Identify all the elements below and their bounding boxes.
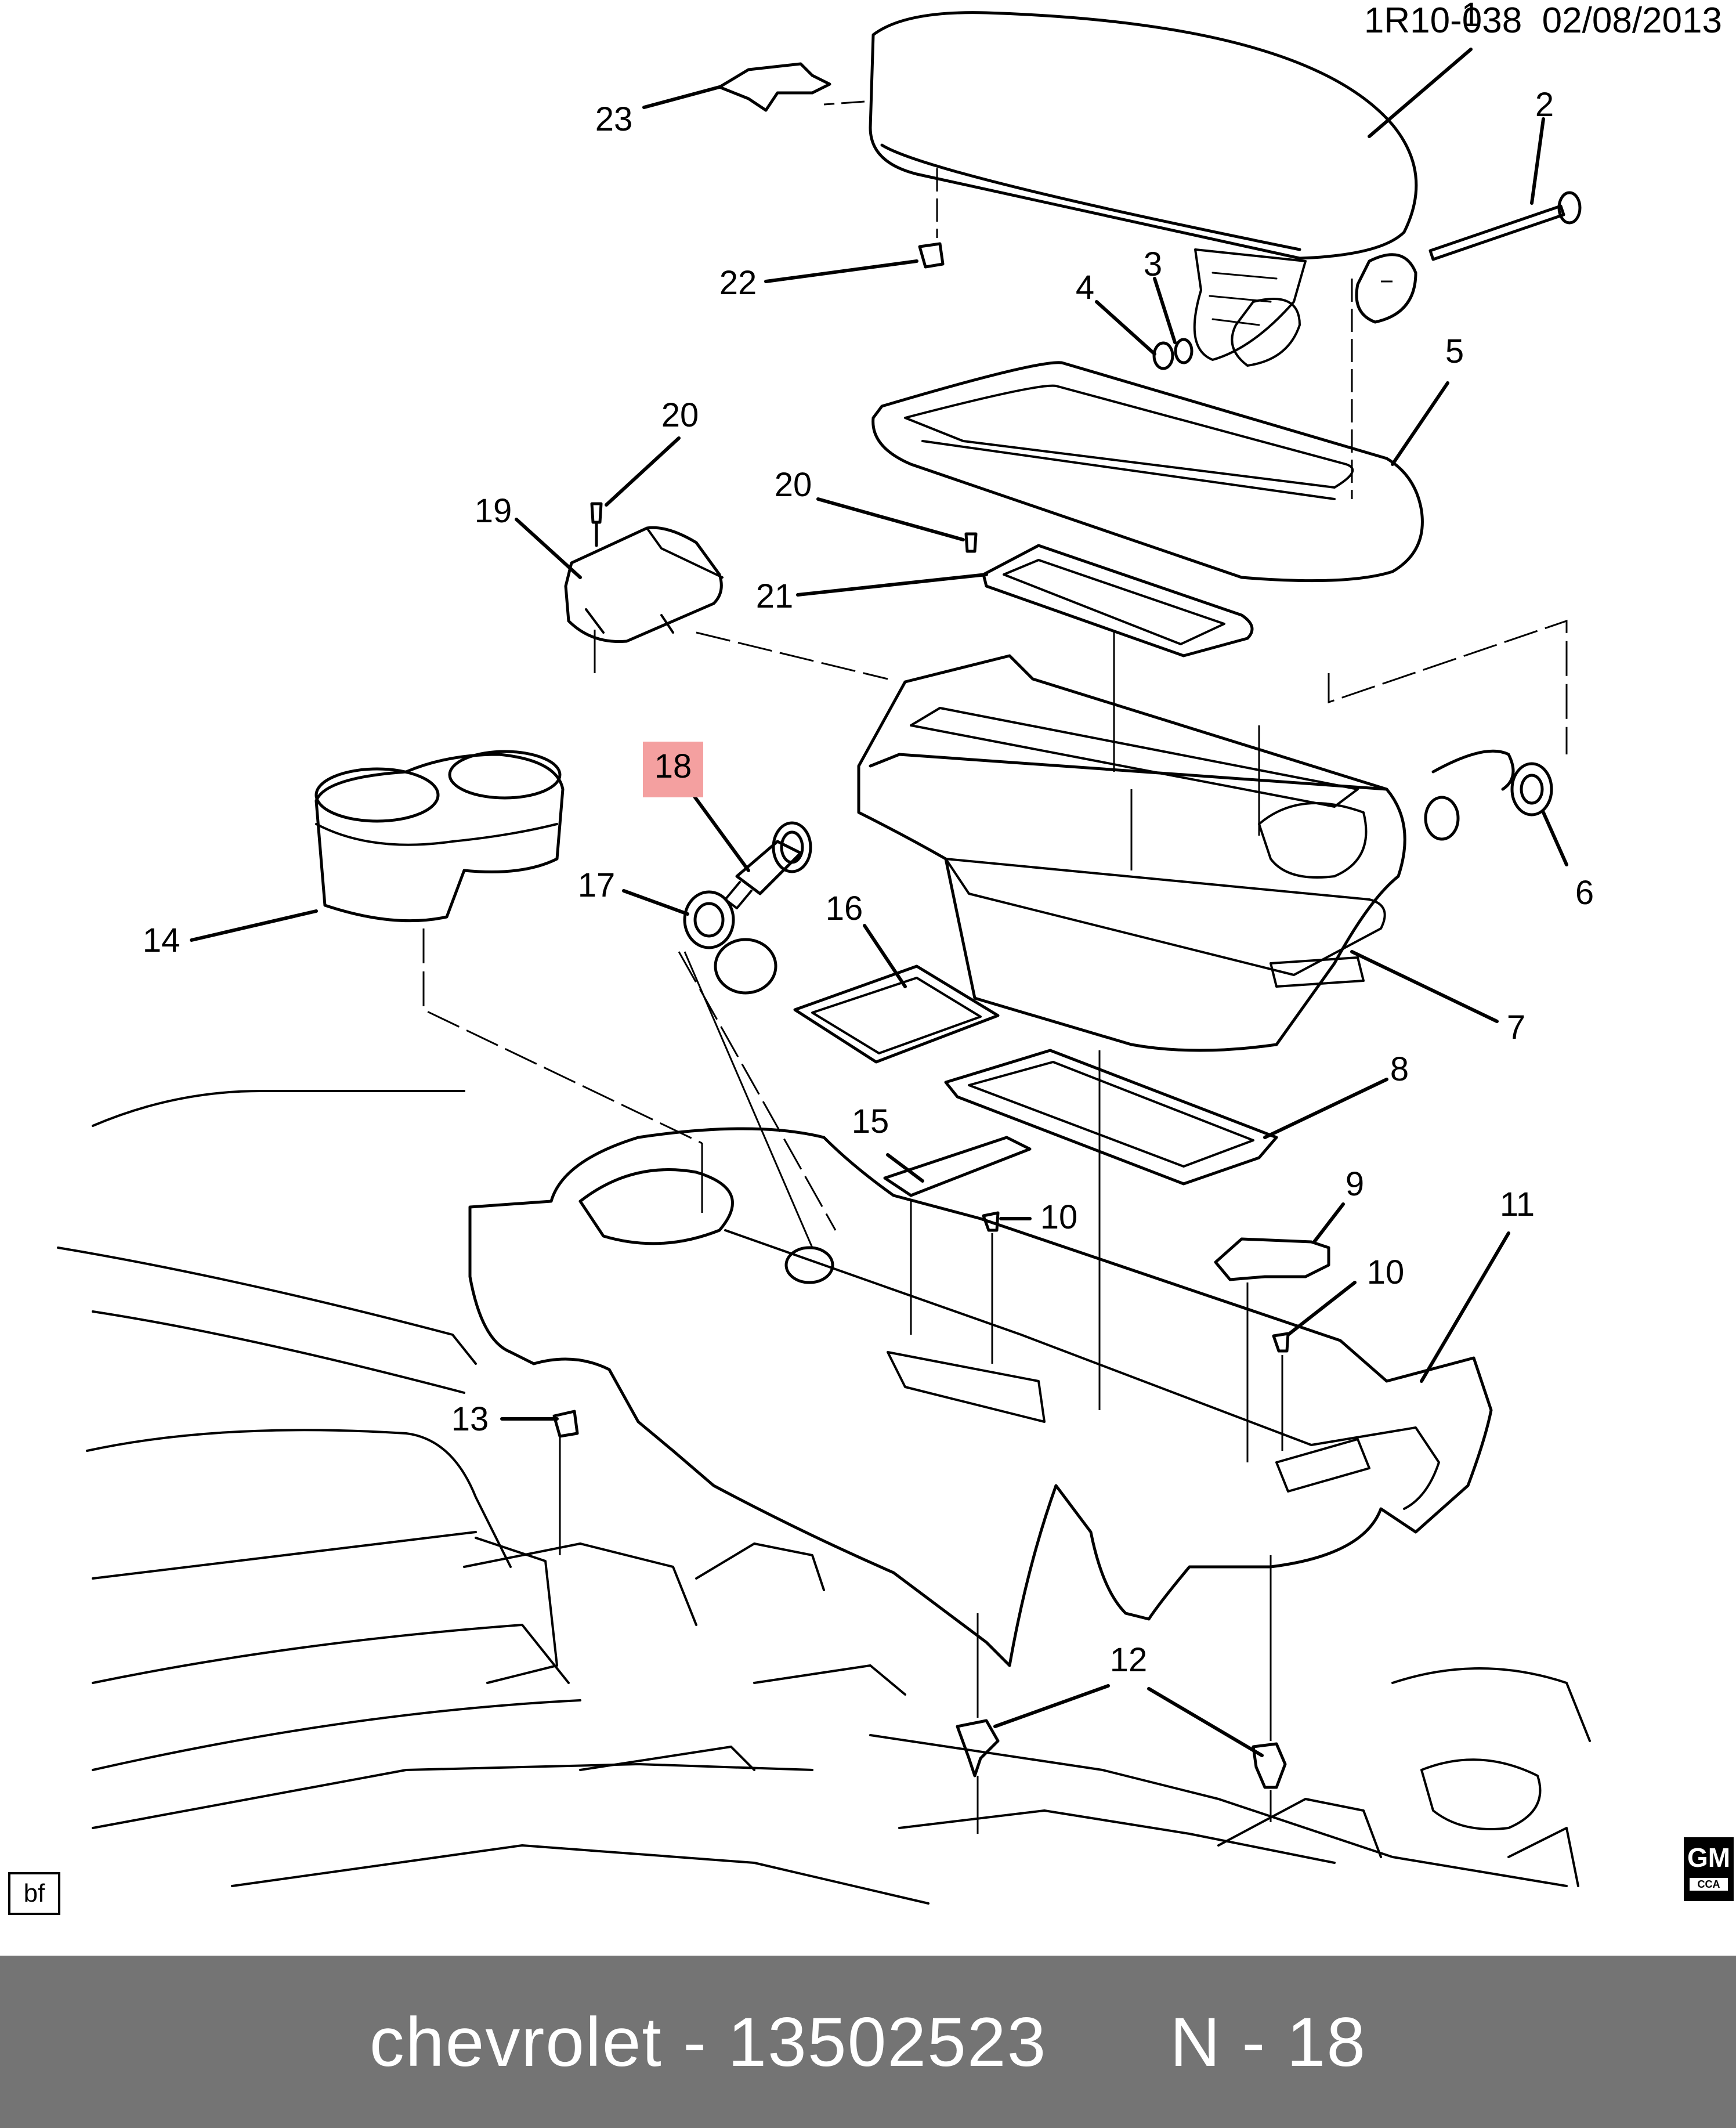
leader-lines: [190, 48, 1568, 1757]
callout-17: 17: [578, 866, 616, 904]
callout-11: 11: [1500, 1186, 1535, 1223]
callout-8: 8: [1390, 1050, 1409, 1088]
callout-3: 3: [1144, 245, 1162, 283]
footer-bar: chevrolet - 13502523 N - 18: [0, 1956, 1736, 2128]
part-retainer-12a: [956, 1719, 1000, 1777]
callout-10: 10: [1367, 1253, 1405, 1291]
callout-labels: 1234567891010111213141516171819202021222…: [143, 0, 1594, 1679]
diagram-code-label: 1R10-038 02/08/2013: [1364, 1, 1722, 41]
callout-4: 4: [1076, 269, 1094, 306]
part-latch-spring: [1424, 749, 1553, 841]
vehicle-body-outline: [57, 1090, 1591, 1905]
callout-5: 5: [1445, 333, 1464, 370]
callout-1: 1: [1462, 0, 1480, 34]
callout-20: 20: [775, 466, 812, 504]
callout-23: 23: [595, 100, 633, 138]
part-washer: [1174, 338, 1194, 364]
part-console-body: [468, 1127, 1493, 1667]
callout-20: 20: [661, 396, 699, 434]
callout-21: 21: [756, 577, 794, 615]
callout-18: 18: [654, 747, 692, 785]
view-indicator-label: bf: [8, 1872, 60, 1915]
part-pin-22: [918, 242, 945, 269]
callout-15: 15: [852, 1103, 889, 1140]
part-console-bin: [857, 654, 1406, 1052]
exploded-parts-diagram: 1234567891010111213141516171819202021222…: [57, 0, 1594, 1905]
callout-10: 10: [1040, 1198, 1078, 1236]
callout-22: 22: [719, 264, 757, 302]
part-latch-23: [718, 62, 831, 112]
part-lid-bezel: [871, 361, 1424, 583]
part-cup-holder: [314, 750, 565, 923]
part-screw-10b: [1272, 1332, 1290, 1353]
part-hinge-pin: [1428, 191, 1582, 261]
part-nut: [1152, 341, 1174, 370]
callout-2: 2: [1535, 86, 1554, 124]
part-outlet-cap: [683, 890, 777, 995]
callout-highlight: [643, 742, 703, 797]
callout-12: 12: [1110, 1641, 1148, 1679]
part-number-caption: chevrolet - 13502523 N - 18: [369, 2003, 1367, 2081]
part-power-receptacle: [724, 821, 812, 909]
callout-13: 13: [451, 1400, 489, 1438]
part-bracket: [564, 526, 724, 644]
part-cover-plate: [883, 1136, 1032, 1197]
part-screw-2: [964, 532, 978, 553]
part-armrest-lid: [869, 11, 1418, 361]
part-bin-mat: [944, 1049, 1278, 1186]
part-clip: [1214, 1237, 1330, 1281]
part-fastener-13: [552, 1410, 579, 1438]
callout-16: 16: [826, 890, 863, 927]
part-screw: [590, 502, 603, 547]
part-storage-tray: [982, 544, 1254, 657]
part-tray-mat: [793, 964, 1000, 1064]
part-screw-10a: [982, 1211, 1000, 1232]
gm-logo: GM CCA: [1684, 1837, 1734, 1901]
alignment-lines: [422, 100, 1568, 1834]
callout-19: 19: [475, 492, 512, 530]
callout-14: 14: [143, 922, 180, 959]
callout-6: 6: [1575, 874, 1594, 912]
callout-9: 9: [1346, 1165, 1364, 1203]
callout-7: 7: [1507, 1009, 1525, 1046]
part-retainer-12b: [1252, 1742, 1287, 1789]
